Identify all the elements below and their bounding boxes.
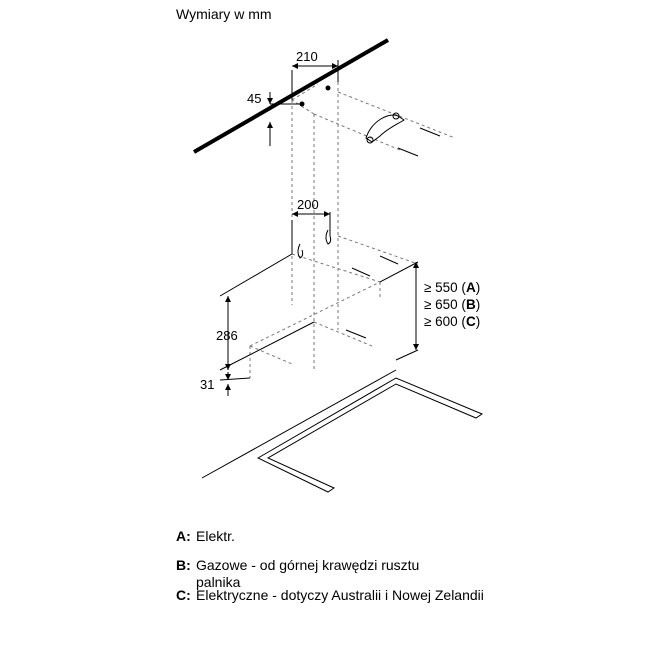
legend-item-a: A: Elektr. xyxy=(176,528,235,544)
legend-item-b: B: Gazowe - od górnej krawędzi rusztu pa… xyxy=(176,557,420,590)
dim-height-label: 286 xyxy=(216,328,238,343)
mid-hooks xyxy=(297,229,332,259)
upper-bracket xyxy=(365,112,405,144)
dim-top-offset-label: 45 xyxy=(247,91,261,106)
dim-top-width-label: 210 xyxy=(296,49,318,64)
legend: B: Gazowe - od górnej krawędzi rusztu pa… xyxy=(176,557,466,591)
ceiling-line xyxy=(193,38,389,154)
clearance-b-label: ≥ 650 (B) xyxy=(424,297,480,312)
dim-mid-width: 200 xyxy=(291,197,331,254)
screws xyxy=(299,85,441,339)
page-title: Wymiary w mm xyxy=(176,6,272,22)
dim-mid-width-label: 200 xyxy=(297,197,319,212)
dim-bottom-offset-label: 31 xyxy=(200,377,214,392)
legend: C: Elektryczne - dotyczy Australii i Now… xyxy=(176,587,486,604)
legend: A: Elektr. xyxy=(176,528,496,545)
dim-top-width: 210 xyxy=(291,49,339,100)
chimney-outline xyxy=(249,82,456,378)
dim-clearance: ≥ 550 (A) ≥ 650 (B) ≥ 600 (C) xyxy=(379,261,480,361)
clearance-a-label: ≥ 550 (A) xyxy=(424,280,480,295)
dim-bottom-offset: 31 xyxy=(200,372,251,396)
countertop xyxy=(201,369,484,493)
dim-top-offset: 45 xyxy=(247,91,300,146)
clearance-c-label: ≥ 600 (C) xyxy=(424,314,480,329)
dim-height: 286 xyxy=(216,253,315,371)
legend-item-c: C: Elektryczne - dotyczy Australii i Now… xyxy=(176,587,484,603)
